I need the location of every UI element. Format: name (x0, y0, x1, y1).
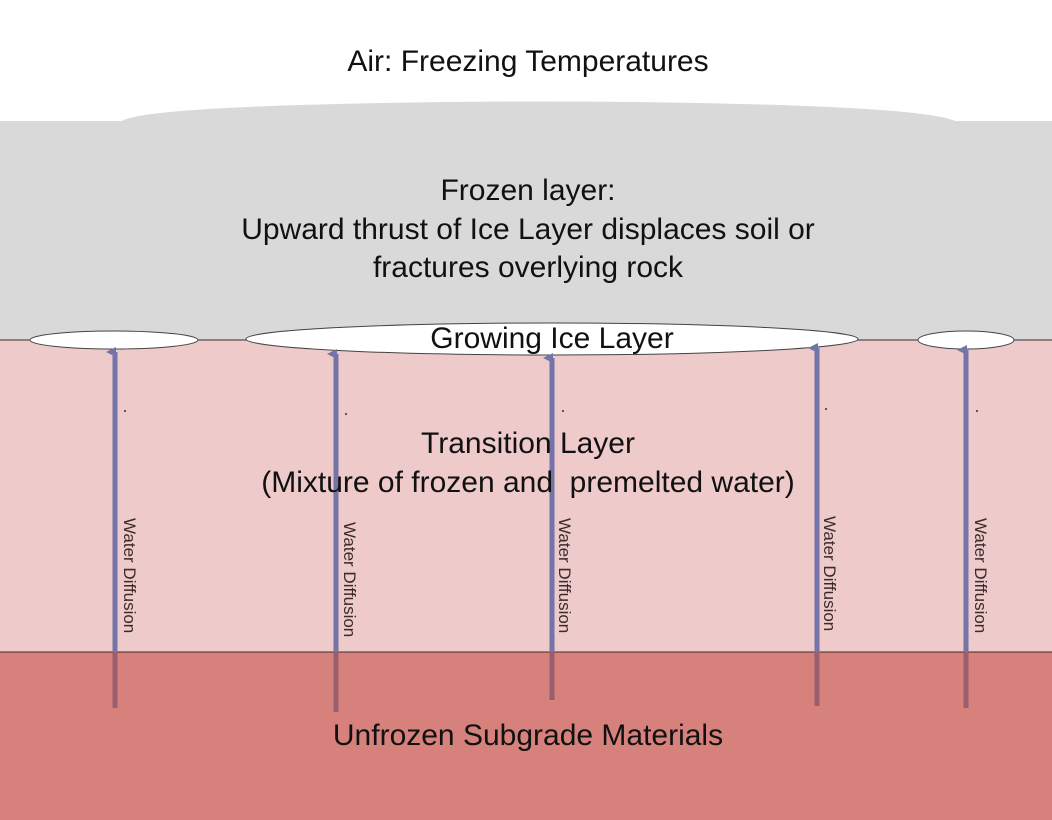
arrow-3-label: Water Diffusion (555, 518, 574, 633)
arrow-3: Water Diffusion (543, 353, 574, 700)
ice-layer-label: Growing Ice Layer (430, 322, 673, 355)
arrow-4-dot (825, 408, 827, 410)
arrow-5-label: Water Diffusion (971, 518, 990, 633)
transition-label-line2: (Mixture of frozen and premelted water) (261, 466, 795, 499)
arrow-1: Water Diffusion (106, 347, 139, 708)
unfrozen-label: Unfrozen Subgrade Materials (333, 719, 723, 752)
frozen-label-line2: Upward thrust of Ice Layer displaces soi… (241, 213, 815, 246)
arrow-5-dot (976, 410, 978, 412)
arrow-1-dot (124, 410, 126, 412)
arrow-2: Water Diffusion (327, 349, 359, 712)
ice-lens-right (917, 330, 1015, 350)
arrow-5: Water Diffusion (957, 345, 990, 708)
arrow-1-label: Water Diffusion (120, 518, 139, 633)
frozen-label-line3: fractures overlying rock (373, 251, 684, 284)
unfrozen-layer (0, 652, 1052, 820)
arrow-2-dot (345, 413, 347, 415)
frozen-label-line1: Frozen layer: (440, 174, 615, 207)
ice-lens-left (29, 330, 199, 350)
transition-layer (0, 340, 1052, 652)
transition-label-line1: Transition Layer (421, 427, 635, 460)
frozen-layer (0, 101, 1052, 340)
air-label: Air: Freezing Temperatures (347, 45, 708, 78)
arrow-3-dot (562, 410, 564, 412)
arrow-4: Water Diffusion (808, 343, 839, 706)
arrow-2-label: Water Diffusion (340, 522, 359, 637)
arrow-4-label: Water Diffusion (820, 516, 839, 631)
